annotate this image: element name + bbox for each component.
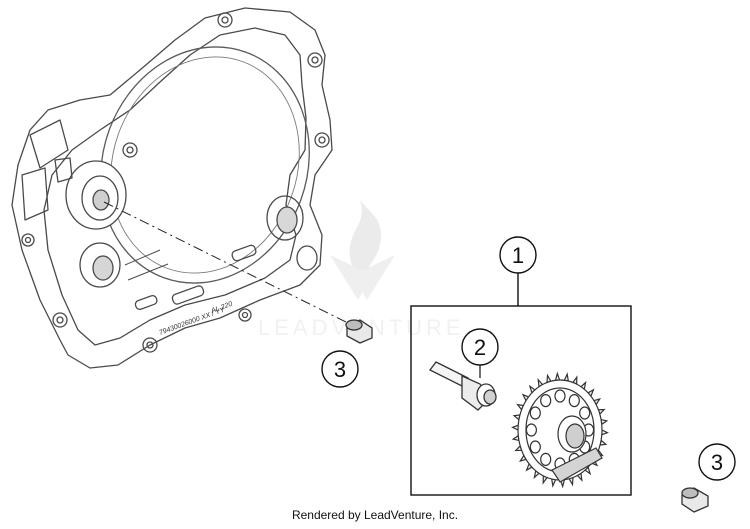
- callout-2-label: 2: [474, 335, 486, 360]
- bushing-right: [681, 487, 709, 513]
- gear-hole: [529, 440, 541, 454]
- footer-credit: Rendered by LeadVenture, Inc.: [291, 508, 459, 522]
- gear-hole: [525, 423, 538, 437]
- kit-box: [410, 305, 632, 496]
- gear-shaft: [429, 361, 497, 411]
- callout-3-left-label: 3: [334, 357, 346, 382]
- gear-hole: [568, 394, 580, 408]
- gear-tooth: [511, 424, 519, 431]
- gear-tooth: [554, 371, 561, 381]
- callout-2: 2: [461, 328, 499, 366]
- clutch-cover: [11, 7, 333, 369]
- callout-1: 1: [499, 236, 537, 274]
- callout-3-left: 3: [321, 350, 359, 388]
- gear-hole: [554, 389, 566, 403]
- callout-3-right: 3: [698, 443, 736, 481]
- gear-hole: [579, 406, 591, 420]
- gear-tooth: [601, 429, 609, 436]
- callout-3-right-label: 3: [711, 450, 723, 475]
- intermediate-gear: [511, 371, 609, 489]
- gear-hole: [540, 394, 552, 408]
- leader-line-dashed: [103, 201, 353, 326]
- gear-hole: [540, 452, 552, 466]
- gear-hole: [529, 406, 541, 420]
- bushing-left: [345, 319, 373, 344]
- callout-1-label: 1: [512, 243, 524, 268]
